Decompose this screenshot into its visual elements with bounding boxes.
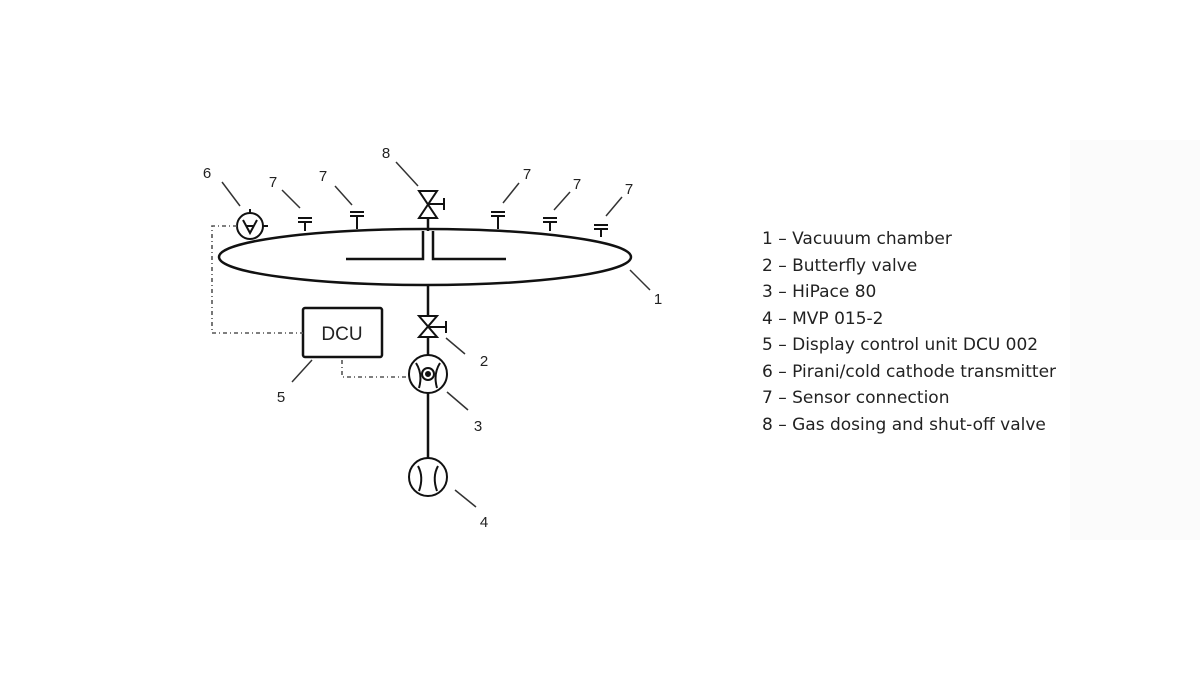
vacuum-chamber [217, 227, 633, 287]
legend-item: 4 – MVP 015-2 [762, 308, 884, 329]
gas-valve-icon [417, 190, 445, 231]
callout-1: 1 [654, 291, 662, 308]
signal-lines [211, 225, 409, 378]
backing-pump-icon [408, 457, 448, 497]
legend: 1 – Vacuuum chamber 2 – Butterfly valve … [762, 226, 1056, 438]
chamber-inlet [346, 231, 506, 261]
legend-item: 5 – Display control unit DCU 002 [762, 335, 1039, 355]
turbo-pump-icon [408, 354, 448, 394]
background-patch [1070, 140, 1200, 540]
callout-7: 7 [319, 168, 327, 185]
callout-8: 8 [382, 145, 390, 162]
dcu-label: DCU [321, 324, 362, 345]
legend-item: 3 – HiPace 80 [762, 282, 877, 302]
callout-7: 7 [573, 176, 581, 193]
callout-7: 7 [269, 174, 277, 191]
legend-item: 2 – Butterfly valve [762, 255, 918, 276]
callout-7: 7 [625, 181, 633, 198]
pirani-gauge-icon [236, 209, 268, 240]
callout-leaders [221, 161, 651, 508]
sensor-connection-icons [298, 211, 608, 237]
legend-item: 7 – Sensor connection [762, 388, 950, 408]
butterfly-valve-icon [416, 315, 447, 338]
legend-item: 6 – Pirani/cold cathode transmitter [762, 361, 1057, 382]
callout-2: 2 [480, 353, 488, 370]
legend-item: 1 – Vacuuum chamber [762, 229, 952, 249]
callout-6: 6 [203, 165, 211, 182]
callout-7: 7 [523, 166, 531, 183]
callout-5: 5 [277, 389, 285, 406]
callout-3: 3 [474, 418, 482, 435]
legend-item: 8 – Gas dosing and shut-off valve [762, 414, 1046, 435]
callout-4: 4 [480, 514, 488, 531]
